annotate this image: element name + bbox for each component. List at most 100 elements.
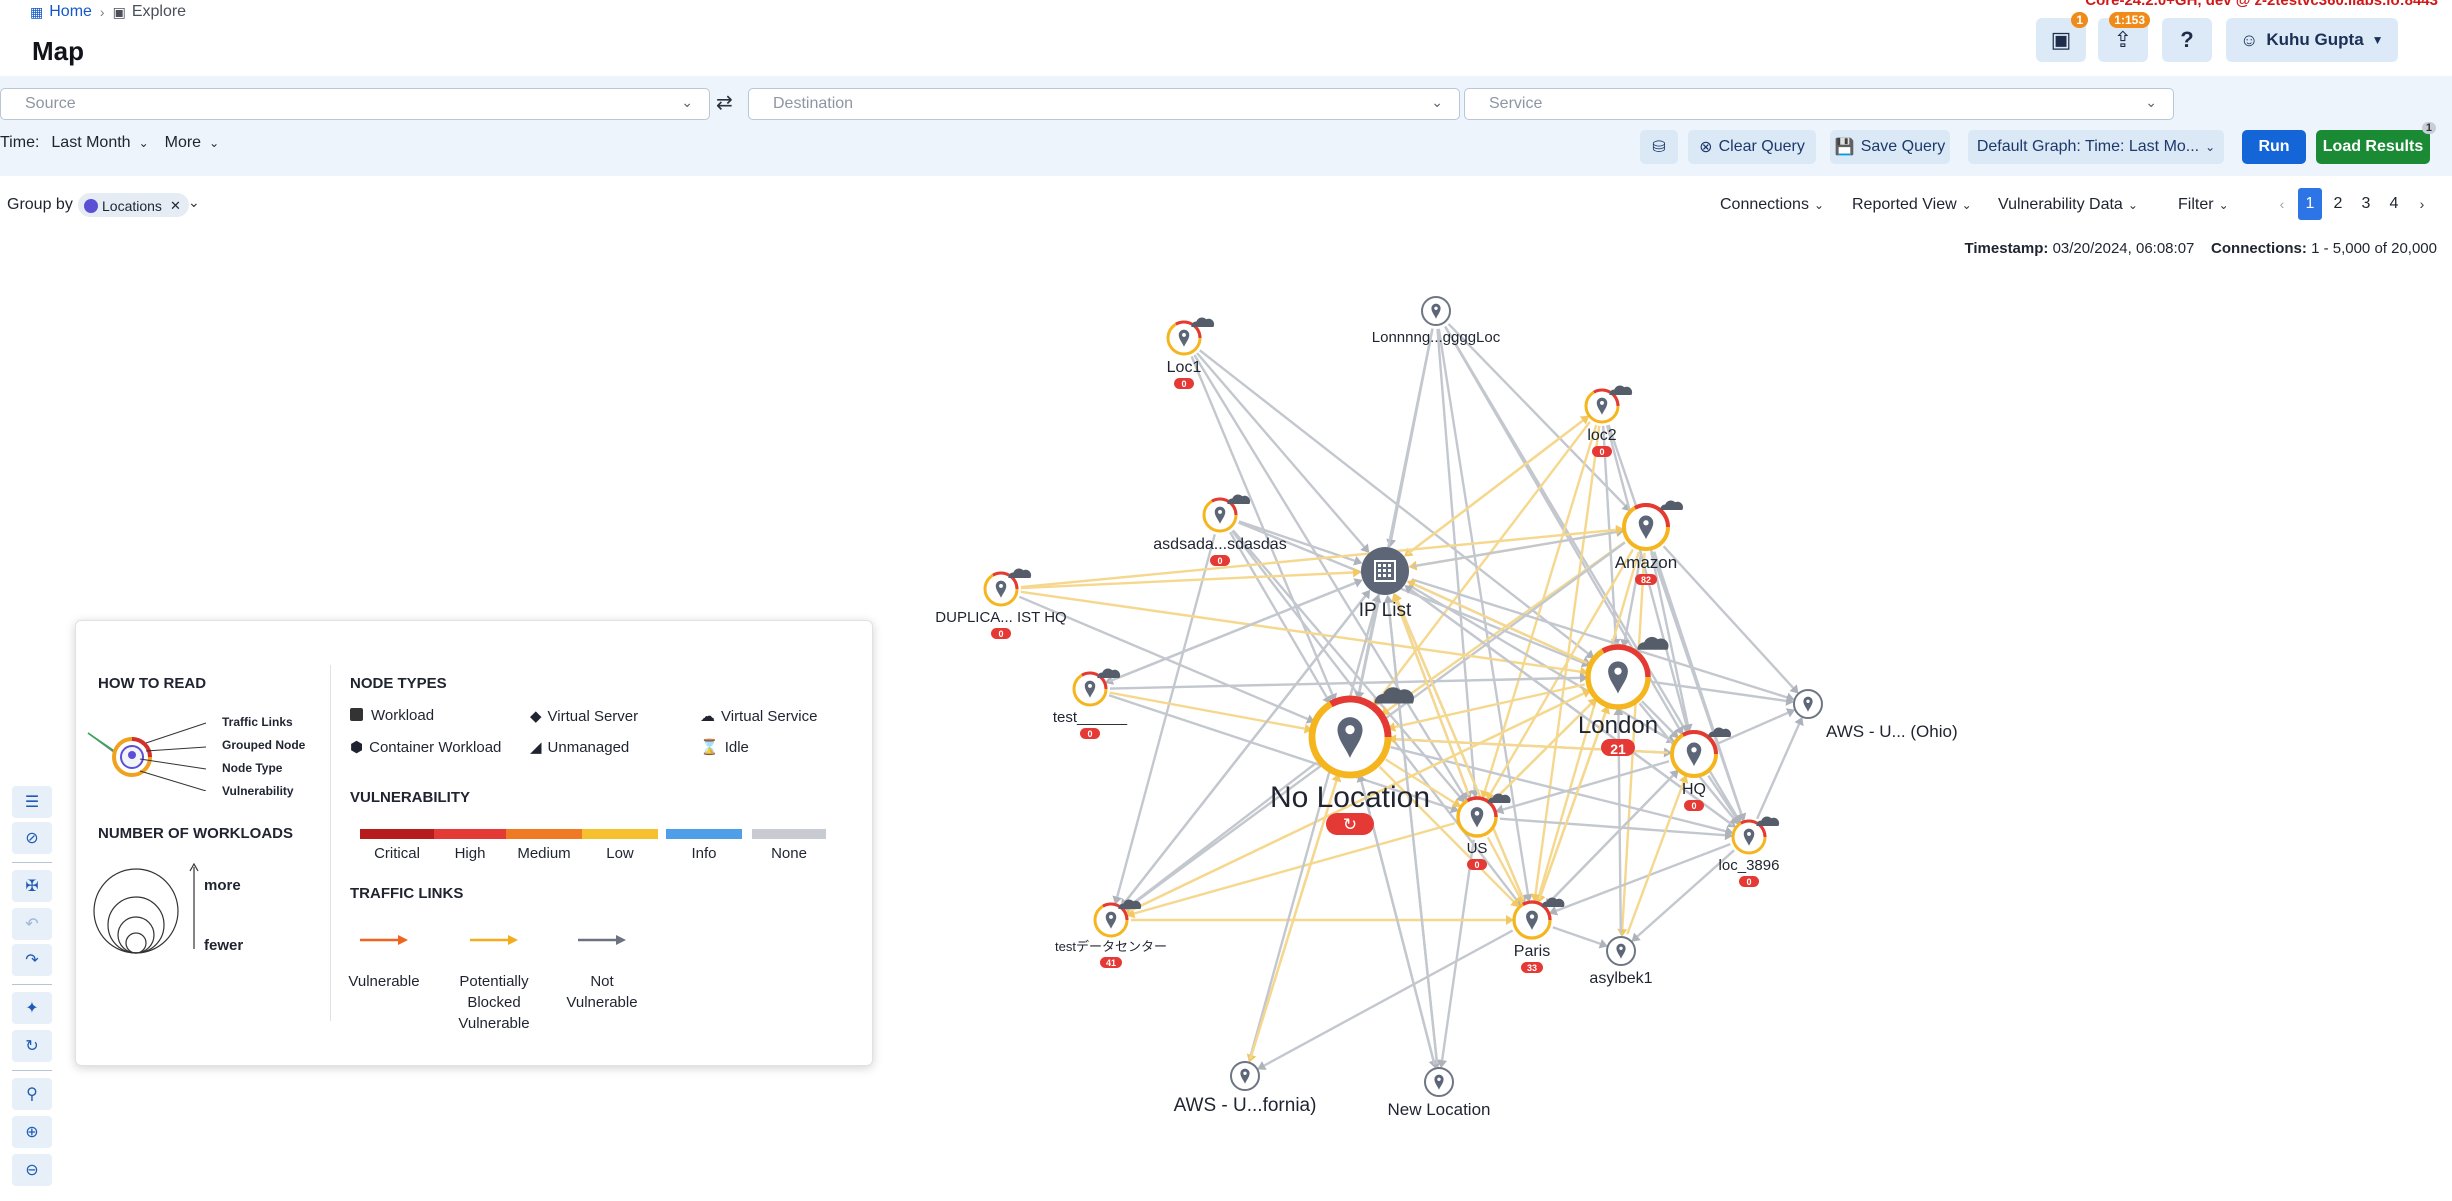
traffic-link[interactable]: [1410, 588, 1734, 827]
traffic-link[interactable]: [1413, 583, 1588, 665]
traffic-link[interactable]: [1447, 323, 1626, 507]
undo-icon[interactable]: ↶: [12, 908, 52, 940]
traffic-link[interactable]: [1128, 692, 1585, 913]
traffic-link[interactable]: [1378, 765, 1515, 903]
traffic-link[interactable]: [1196, 352, 1366, 548]
destination-select[interactable]: Destination ⌄: [748, 88, 1460, 120]
workloads-button[interactable]: ▣ 1: [2036, 12, 2088, 62]
traffic-link[interactable]: [1662, 545, 1795, 689]
hide-icon[interactable]: ⊘: [12, 822, 52, 854]
run-button[interactable]: Run: [2242, 130, 2306, 164]
reset-icon[interactable]: ↻: [12, 1030, 52, 1062]
traffic-link[interactable]: [1412, 530, 1617, 568]
map-node[interactable]: AWS - U...fornia): [1174, 1061, 1317, 1116]
close-icon[interactable]: ✕: [169, 198, 181, 213]
more-select[interactable]: More ⌄: [165, 134, 220, 152]
traffic-link[interactable]: [1651, 680, 1787, 703]
traffic-link[interactable]: [1546, 774, 1674, 906]
traffic-link[interactable]: [1263, 929, 1514, 1067]
map-node[interactable]: No Location↻: [1270, 687, 1430, 835]
traffic-link[interactable]: [1248, 601, 1378, 1059]
traffic-link[interactable]: [1538, 712, 1607, 900]
traffic-link[interactable]: [1623, 552, 1643, 640]
traffic-link[interactable]: [1552, 926, 1601, 945]
traffic-link[interactable]: [1395, 600, 1471, 796]
traffic-link[interactable]: [1020, 590, 1581, 673]
traffic-link[interactable]: [1190, 356, 1334, 695]
filter-menu[interactable]: Filter ⌄: [2178, 196, 2229, 214]
traffic-link[interactable]: [1406, 419, 1584, 556]
traffic-link[interactable]: [1394, 683, 1586, 729]
list-icon[interactable]: ☰: [12, 786, 52, 818]
traffic-link[interactable]: [1653, 551, 1743, 815]
connections-menu[interactable]: Connections ⌄: [1720, 196, 1824, 214]
traffic-link[interactable]: [1492, 702, 1592, 802]
traffic-link[interactable]: [1756, 723, 1801, 820]
chevron-down-icon[interactable]: ⌄: [188, 194, 200, 210]
traffic-link[interactable]: [1641, 700, 1674, 734]
traffic-link[interactable]: [1376, 421, 1591, 702]
traffic-link[interactable]: [1020, 571, 1354, 590]
map-node[interactable]: New Location: [1387, 1067, 1491, 1119]
page-1[interactable]: 1: [2298, 188, 2322, 220]
traffic-link[interactable]: [1440, 839, 1475, 1061]
traffic-link[interactable]: [1116, 534, 1216, 898]
traffic-link[interactable]: [1502, 760, 1670, 811]
traffic-link[interactable]: [1437, 328, 1530, 895]
traffic-link[interactable]: [1360, 781, 1436, 1065]
zoom-fit-icon[interactable]: ⚲: [12, 1078, 52, 1110]
traffic-link[interactable]: [1483, 424, 1598, 792]
group-by-chip[interactable]: Locations ✕: [78, 193, 189, 217]
map-node[interactable]: Lonnnng...ggggLoc: [1372, 296, 1501, 346]
clear-query-button[interactable]: ⊗ Clear Query: [1688, 130, 1816, 164]
traffic-link[interactable]: [1020, 528, 1617, 589]
database-button[interactable]: ⛁: [1640, 130, 1678, 164]
traffic-link[interactable]: [1108, 694, 1452, 810]
map-node[interactable]: DUPLICA... IST HQ0: [935, 568, 1067, 639]
load-results-button[interactable]: Load Results 1: [2316, 122, 2436, 164]
traffic-link[interactable]: [1108, 581, 1356, 683]
map-node[interactable]: IP List: [1359, 547, 1412, 621]
map-graph-canvas[interactable]: Loc10Lonnnng...ggggLocloc20asdsada...sda…: [0, 260, 2452, 1201]
zoom-in-icon[interactable]: ⊕: [12, 1116, 52, 1148]
save-query-button[interactable]: 💾 Save Query: [1830, 130, 1950, 164]
time-select[interactable]: Last Month ⌄: [51, 134, 148, 152]
traffic-link[interactable]: [1396, 600, 1525, 901]
page-4[interactable]: 4: [2389, 195, 2399, 212]
traffic-link[interactable]: [1358, 598, 1381, 693]
zoom-out-icon[interactable]: ⊖: [12, 1154, 52, 1186]
map-node[interactable]: AWS - U... (Ohio): [1793, 689, 1958, 741]
user-menu-button[interactable]: ☺ Kuhu Gupta ▼: [2226, 18, 2398, 62]
default-graph-select[interactable]: Default Graph: Time: Last Mo... ⌄: [1968, 130, 2224, 164]
map-node[interactable]: test______0: [1053, 668, 1128, 739]
breadcrumb-explore[interactable]: ▣ Explore: [113, 3, 186, 21]
traffic-link[interactable]: [1199, 349, 1589, 655]
traffic-link[interactable]: [1129, 761, 1318, 907]
swap-icon[interactable]: ⇄: [716, 92, 733, 114]
next-page-icon[interactable]: ›: [2419, 196, 2425, 212]
traffic-link[interactable]: [1717, 711, 1789, 745]
traffic-link[interactable]: [1489, 548, 1634, 795]
traffic-link[interactable]: [1499, 817, 1726, 837]
traffic-link[interactable]: [1384, 758, 1455, 804]
traffic-link[interactable]: [1387, 602, 1439, 1065]
traffic-link[interactable]: [1555, 843, 1731, 912]
traffic-link[interactable]: [1109, 691, 1305, 730]
traffic-link[interactable]: [1249, 780, 1338, 1060]
source-select[interactable]: Source ⌄: [0, 88, 710, 120]
reported-view-menu[interactable]: Reported View ⌄: [1852, 196, 1972, 214]
page-3[interactable]: 3: [2361, 195, 2371, 212]
redo-icon[interactable]: ↷: [12, 944, 52, 976]
traffic-link[interactable]: [1238, 520, 1356, 562]
traffic-link[interactable]: [1636, 849, 1735, 938]
traffic-link[interactable]: [1408, 584, 1669, 740]
map-node[interactable]: US0: [1456, 793, 1511, 870]
traffic-link[interactable]: [1486, 836, 1521, 898]
traffic-link[interactable]: [1650, 552, 1689, 725]
collapse-icon[interactable]: ✦: [12, 992, 52, 1024]
vulnerability-data-menu[interactable]: Vulnerability Data ⌄: [1998, 196, 2138, 214]
traffic-link[interactable]: [1621, 552, 1646, 930]
